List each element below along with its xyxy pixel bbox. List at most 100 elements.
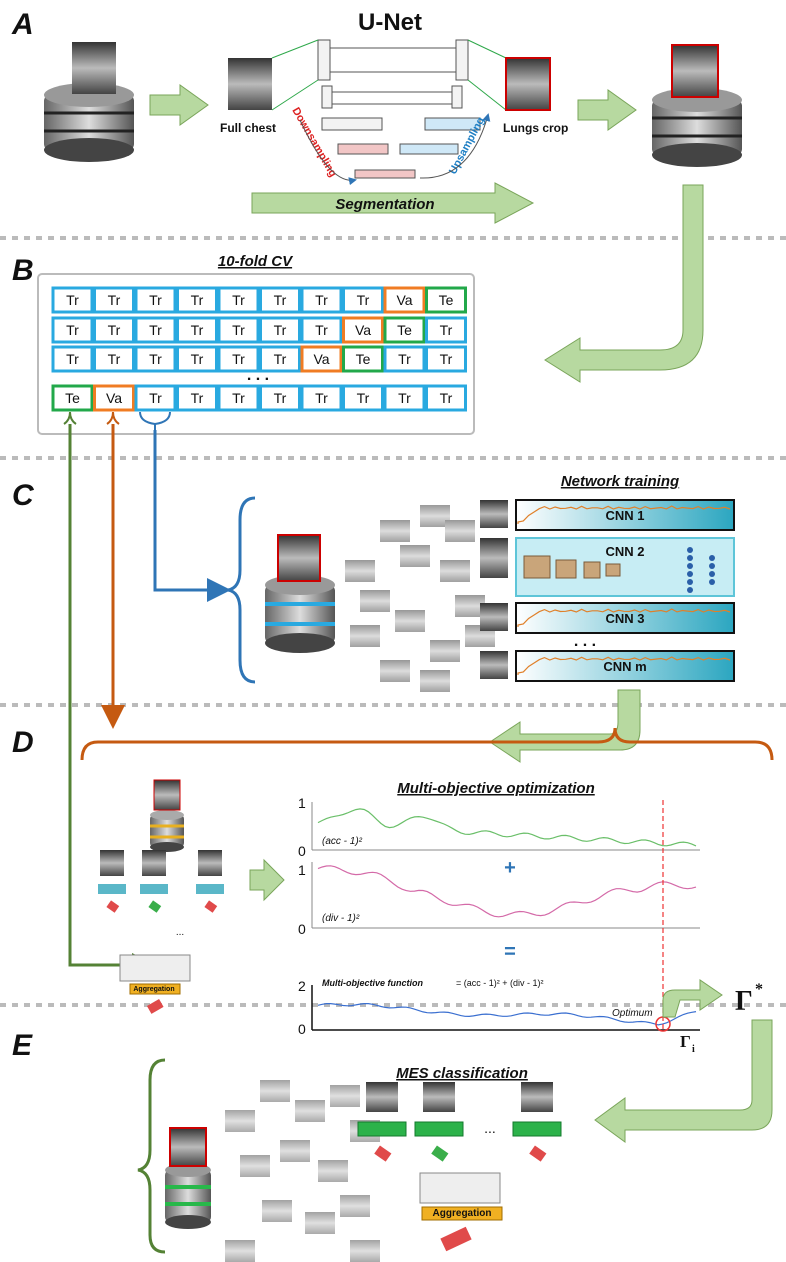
cnn-label: CNN 3 — [605, 611, 644, 626]
label-tag-icon — [148, 900, 162, 913]
xray-thumb — [480, 538, 508, 578]
cv-cell-tr — [342, 286, 384, 314]
lungs-crop-xray-icon — [505, 57, 551, 111]
cv-cell-label: Va — [106, 390, 122, 406]
cv-cell-te — [383, 316, 426, 344]
cv-cell-label: Tr — [315, 292, 328, 308]
cv-cell-tr — [93, 345, 135, 373]
blurred-xray — [350, 625, 380, 647]
blurred-xray — [280, 1140, 310, 1162]
mini-aggregation-box — [119, 954, 191, 982]
mes-cnn-box — [512, 1121, 562, 1137]
cv-cell-tr — [134, 286, 177, 314]
mes-ensemble — [357, 1082, 562, 1252]
cv-cell-tr — [51, 286, 94, 314]
tr-line — [153, 430, 231, 602]
cv-cell-label: Tr — [440, 322, 453, 338]
plot-mof-ymax: 2 — [298, 978, 306, 994]
neuron — [687, 563, 693, 569]
database-icon-c — [265, 534, 335, 653]
cv-frame — [37, 273, 475, 435]
cnn-label: CNN 1 — [605, 508, 644, 523]
blurred-xray — [225, 1240, 255, 1262]
cv-cell-label: Tr — [191, 351, 204, 367]
training-curve — [517, 608, 731, 627]
blurred-xray — [225, 1110, 255, 1132]
blurred-xray — [345, 560, 375, 582]
blurred-xray — [360, 590, 390, 612]
cv-cell-label: Tr — [440, 390, 453, 406]
x-axis-subscript: i — [692, 1044, 695, 1055]
cnn-box — [515, 499, 735, 531]
cv-cell-label: Tr — [149, 292, 162, 308]
cv-cell-label: Tr — [149, 390, 162, 406]
mes-xray — [521, 1082, 553, 1112]
mes-ellipsis: ... — [484, 1120, 496, 1136]
cv-cell-label: Tr — [232, 351, 245, 367]
arrow-c-to-d — [489, 689, 641, 763]
cv-cell-tr — [176, 286, 218, 314]
cv-cell-label: Tr — [191, 322, 204, 338]
cv-cell-tr — [425, 384, 467, 412]
cnn-box — [515, 650, 735, 682]
cv-cell-te — [425, 286, 467, 314]
arrow-optimum-to-gamma — [662, 979, 723, 1018]
full-chest-label: Full chest — [220, 121, 276, 135]
arrow-a1 — [149, 84, 209, 126]
blurred-xray — [420, 505, 450, 527]
plot-div — [311, 862, 700, 929]
neuron — [687, 571, 693, 577]
conv-block — [605, 563, 621, 577]
cv-cell-label: Tr — [357, 390, 370, 406]
cv-title: 10-fold CV — [218, 253, 294, 270]
down-curve — [299, 119, 357, 186]
optimum-label: Optimum — [612, 1008, 653, 1019]
blurred-xray — [295, 1100, 325, 1122]
cv-cell-label: Tr — [357, 292, 370, 308]
cv-cell-label: Tr — [315, 390, 328, 406]
unet-title: U-Net — [358, 9, 422, 36]
neuron — [687, 587, 693, 593]
blurred-xray — [240, 1155, 270, 1177]
network-training-title: Network training — [561, 473, 679, 490]
neuron — [709, 555, 715, 561]
plot-mof-ymin: 0 — [298, 1021, 306, 1037]
cv-cell-tr — [176, 316, 218, 344]
cv-cell-label: Te — [65, 390, 80, 406]
neuron — [687, 555, 693, 561]
arrow-a-to-b — [544, 184, 704, 383]
cv-cell-label: Te — [397, 322, 412, 338]
plot-mof — [311, 985, 700, 1031]
cv-cell-label: Va — [355, 322, 371, 338]
blurred-xray — [380, 520, 410, 542]
blurred-xray — [260, 1080, 290, 1102]
cv-cell-label: Va — [396, 292, 412, 308]
segmentation-label: Segmentation — [335, 196, 434, 213]
mes-aggregation-box — [419, 1172, 501, 1204]
cv-cell-tr — [51, 316, 94, 344]
mes-title: MES classification — [396, 1065, 528, 1082]
lungs-crop-label: Lungs crop — [503, 121, 568, 135]
cv-cell-tr — [425, 316, 467, 344]
cv-cell-label: Te — [439, 292, 454, 308]
mini-aggregation-button — [129, 983, 181, 995]
neuron — [709, 579, 715, 585]
arrow-d-to-e — [594, 1019, 773, 1143]
neuron — [709, 563, 715, 569]
section-b-letter: B — [12, 254, 34, 287]
moo-title: Multi-objective optimization — [397, 780, 595, 797]
conv-block — [555, 559, 577, 579]
xray-thumb — [480, 651, 508, 679]
cv-cell-label: Tr — [274, 322, 287, 338]
plus-sign: + — [504, 857, 516, 879]
cv-cell-label: Tr — [66, 351, 79, 367]
label-tag-icon — [106, 900, 120, 913]
conv-block — [523, 555, 551, 579]
blurred-xray — [445, 520, 475, 542]
mes-aggregation-label: Aggregation — [433, 1208, 492, 1219]
cnn-box — [515, 537, 735, 597]
cnn-label: CNN m — [603, 659, 646, 674]
projection-lines — [271, 39, 507, 111]
cv-cell-label: Tr — [398, 390, 411, 406]
